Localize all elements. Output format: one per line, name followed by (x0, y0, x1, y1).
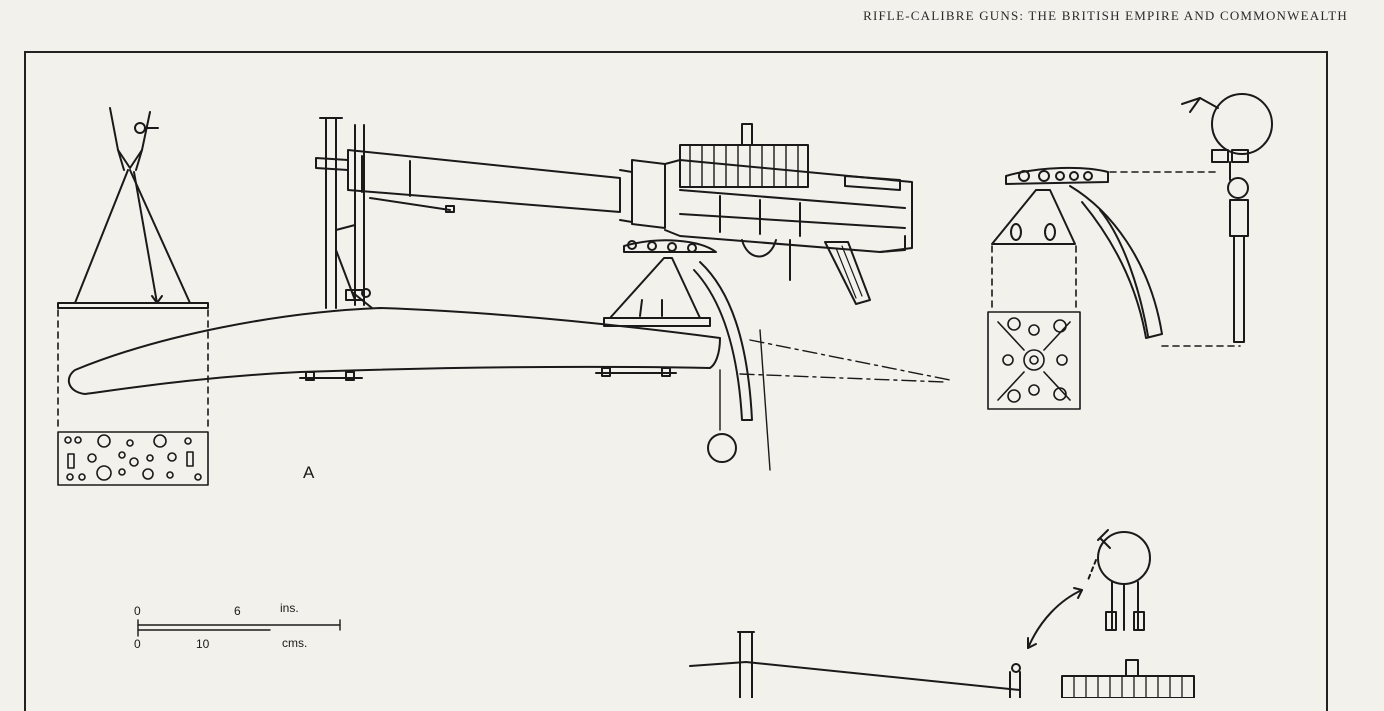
running-head-title: RIFLE-CALIBRE GUNS: THE BRITISH EMPIRE A… (863, 8, 1348, 23)
right-projection-lines (991, 171, 1241, 347)
gun-barrel-casing (315, 149, 666, 229)
scale-top-value: 6 (234, 604, 241, 618)
left-support-stand (57, 107, 209, 309)
scale-bar (137, 619, 341, 637)
scale-top-unit: ins. (280, 601, 299, 615)
gun-receiver (664, 123, 913, 305)
scale-bottom-unit: cms. (282, 636, 308, 650)
sledge-beam (67, 307, 721, 395)
sightline-dash-dot (739, 373, 946, 383)
left-foot-plate-detail (57, 431, 209, 486)
right-base-plate-detail (987, 311, 1081, 410)
figure-label-a: A (303, 463, 315, 482)
scale-bottom-value: 10 (196, 637, 210, 651)
scale-bottom-zero: 0 (134, 637, 141, 651)
scale-top-zero: 0 (134, 604, 141, 618)
illustration-plate-frame (24, 51, 1328, 711)
sightline-dash-dot (749, 339, 951, 381)
right-mount-detail (991, 166, 1163, 339)
left-projection-lines (57, 309, 209, 431)
second-gun-partial-view (689, 529, 1195, 698)
ring-mount-post (1181, 93, 1273, 343)
front-barrel-mast (319, 117, 373, 309)
rear-mount-head (603, 239, 771, 471)
